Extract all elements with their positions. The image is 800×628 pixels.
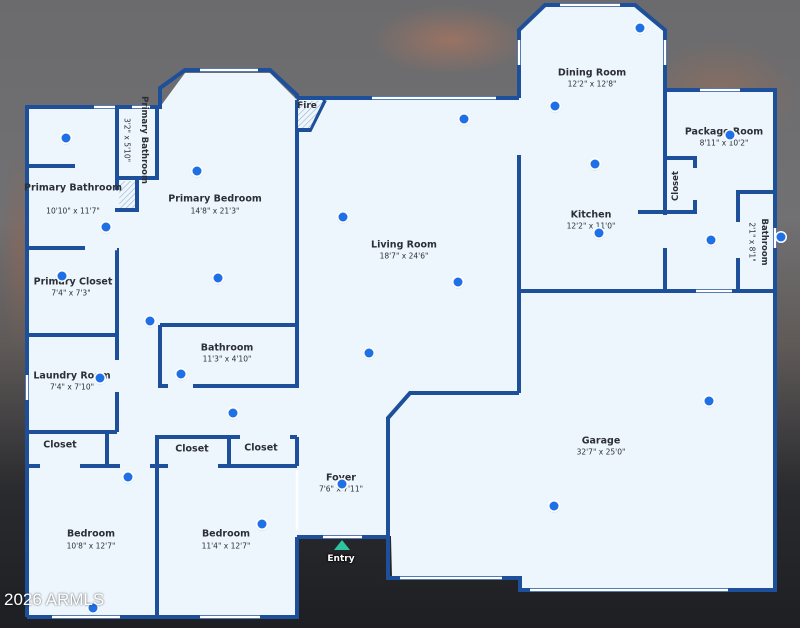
room-closet-4-name: Closet [671, 171, 681, 201]
tour-hotspot[interactable] [594, 228, 604, 238]
room-bedroom-2-dimensions: 11'4" x 12'7" [201, 541, 251, 551]
room-closet-3-name: Closet [244, 442, 278, 454]
room-kitchen-name: Kitchen [570, 209, 612, 221]
room-package-name: Package Room [684, 126, 764, 138]
room-bathroom-2-name: Bathroom [759, 218, 769, 266]
room-living-room-dimensions: 18'7" x 24'6" [379, 251, 429, 261]
watermark: 2026 ARMLS [4, 590, 105, 609]
room-primary-bedroom-name: Primary Bedroom [168, 193, 262, 205]
tour-hotspot[interactable] [549, 501, 559, 511]
tour-hotspot[interactable] [704, 396, 714, 406]
tour-hotspot[interactable] [364, 348, 374, 358]
room-dining-name: Dining Room [557, 67, 627, 79]
tour-hotspot[interactable] [88, 603, 98, 613]
room-primary-closet-name: Primary Closet [33, 276, 113, 288]
tour-hotspot[interactable] [213, 273, 223, 283]
tour-hotspot[interactable] [453, 277, 463, 287]
tour-hotspot[interactable] [706, 235, 716, 245]
room-living-room-name: Living Room [371, 239, 437, 251]
room-bathroom-2-dimensions: 2'1" x 8'1" [747, 222, 757, 262]
room-bedroom-1-name: Bedroom [66, 528, 116, 540]
tour-hotspot[interactable] [228, 408, 238, 418]
tour-hotspot[interactable] [61, 133, 71, 143]
room-closet-2-name: Closet [175, 443, 209, 455]
room-bathroom-dimensions: 11'3" x 4'10" [202, 354, 252, 364]
tour-hotspot[interactable] [550, 101, 560, 111]
tour-hotspot[interactable] [338, 212, 348, 222]
tour-hotspot[interactable] [101, 222, 111, 232]
tour-hotspot[interactable] [635, 23, 645, 33]
room-laundry-dimensions: 7'4" x 7'10" [49, 382, 95, 392]
tour-hotspot[interactable] [95, 373, 105, 383]
room-primary-wc-name: Primary Bathroom [139, 96, 149, 184]
room-bathroom-name: Bathroom [200, 342, 254, 354]
room-primary-bathroom-dimensions: 10'10" x 11'7" [46, 206, 100, 216]
room-primary-wc-dimensions: 3'2" x 5'10" [122, 117, 132, 163]
room-foyer-dimensions: 7'6" x 7'11" [318, 484, 364, 494]
room-garage-name: Garage [581, 435, 621, 447]
tour-hotspot[interactable] [776, 232, 786, 242]
tour-hotspot[interactable] [57, 271, 67, 281]
room-kitchen-dimensions: 12'2" x 11'0" [566, 221, 616, 231]
room-dining-dimensions: 12'2" x 12'8" [567, 79, 617, 89]
room-primary-bathroom-name: Primary Bathroom [24, 182, 122, 194]
entry-arrow-icon [334, 540, 350, 550]
tour-hotspot[interactable] [192, 166, 202, 176]
room-bedroom-1-dimensions: 10'8" x 12'7" [66, 541, 116, 551]
tour-hotspot[interactable] [459, 114, 469, 124]
room-laundry-name: Laundry Room [33, 370, 111, 382]
tour-hotspot[interactable] [725, 130, 735, 140]
room-package-dimensions: 8'11" x 10'2" [699, 138, 749, 148]
room-primary-closet-dimensions: 7'4" x 7'3" [51, 288, 91, 298]
room-primary-bedroom-dimensions: 14'8" x 21'3" [190, 206, 240, 216]
tour-hotspot[interactable] [145, 316, 155, 326]
tour-hotspot[interactable] [257, 519, 267, 529]
tour-hotspot[interactable] [337, 479, 347, 489]
fireplace-label: Fire [297, 101, 317, 111]
tour-hotspot[interactable] [123, 472, 133, 482]
entry-label: Entry [327, 554, 355, 564]
room-closet-1-name: Closet [43, 439, 77, 451]
tour-hotspot[interactable] [176, 369, 186, 379]
room-bedroom-2-name: Bedroom [201, 528, 251, 540]
room-foyer-name: Foyer [326, 472, 356, 484]
room-garage-dimensions: 32'7" x 25'0" [576, 447, 626, 457]
tour-hotspot[interactable] [590, 159, 600, 169]
